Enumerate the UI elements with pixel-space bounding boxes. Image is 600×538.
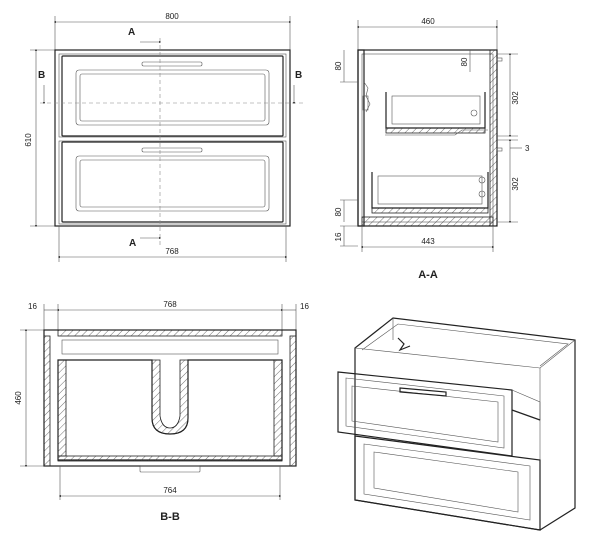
side-base-offset-label: 16 [334, 232, 343, 241]
plan-inner-width-label: 768 [163, 300, 177, 309]
side-gap-label: 3 [525, 144, 530, 153]
isometric-view [337, 317, 576, 531]
side-top-offset-right-label: 80 [460, 57, 469, 66]
section-a-bottom-label: A [129, 238, 136, 249]
section-a-top-label: A [128, 27, 135, 38]
plan-side-right-label: 16 [300, 302, 309, 311]
side-top-offset-left-label: 80 [334, 61, 343, 70]
section-b-right-label: B [295, 70, 302, 81]
section-b-left-label: B [38, 70, 45, 81]
side-depth-label: 460 [421, 17, 435, 26]
plan-depth-label: 460 [14, 391, 23, 405]
plan-bottom-width-label: 764 [163, 486, 177, 495]
section-b-b-title: B-B [160, 511, 180, 523]
plan-side-left-label: 16 [28, 302, 37, 311]
side-drawer-height-upper-label: 302 [511, 91, 520, 105]
plan-section-view: 16 768 16 460 764 B-B [14, 300, 309, 523]
front-view: 800 610 A A B B [24, 12, 305, 262]
side-bottom-offset-label: 80 [334, 207, 343, 216]
front-width-label: 800 [165, 12, 179, 21]
side-drawer-height-lower-label: 302 [511, 177, 520, 191]
front-height-label: 610 [24, 133, 33, 147]
side-inner-depth-label: 443 [421, 237, 435, 246]
front-inner-width-label: 768 [165, 247, 179, 256]
section-a-a-title: A-A [418, 269, 438, 281]
side-section-view: 460 80 80 [334, 17, 530, 281]
